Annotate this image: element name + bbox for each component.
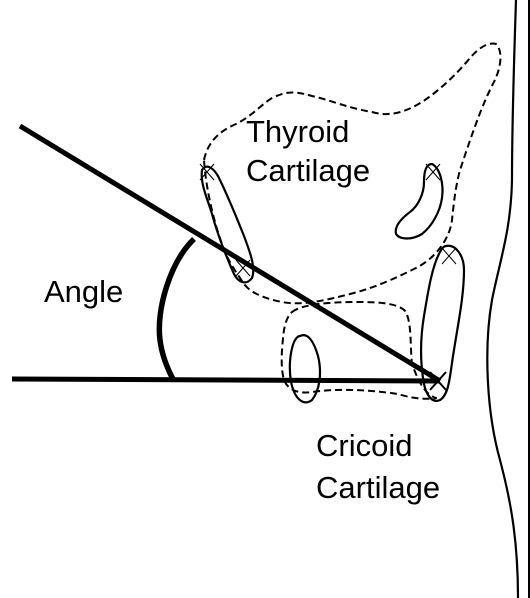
neck-skin-outline [487, 0, 518, 598]
cricoid-cartilage-outline [282, 302, 436, 399]
arytenoid-marker-icon [442, 248, 456, 264]
angle-label: Angle [44, 274, 123, 309]
thyroid-axis-line [20, 126, 440, 381]
cricoid-cartilage-label-line1: Cricoid [316, 428, 412, 463]
thyroid-cartilage-label-line2: Cartilage [246, 153, 370, 188]
angle-arc [159, 239, 194, 381]
cricoid-cartilage-label-line2: Cartilage [316, 470, 440, 505]
arytenoid-shape [421, 246, 464, 401]
thyroid-cartilage-label-line1: Thyroid [246, 114, 349, 149]
horizontal-reference-line [12, 379, 440, 381]
